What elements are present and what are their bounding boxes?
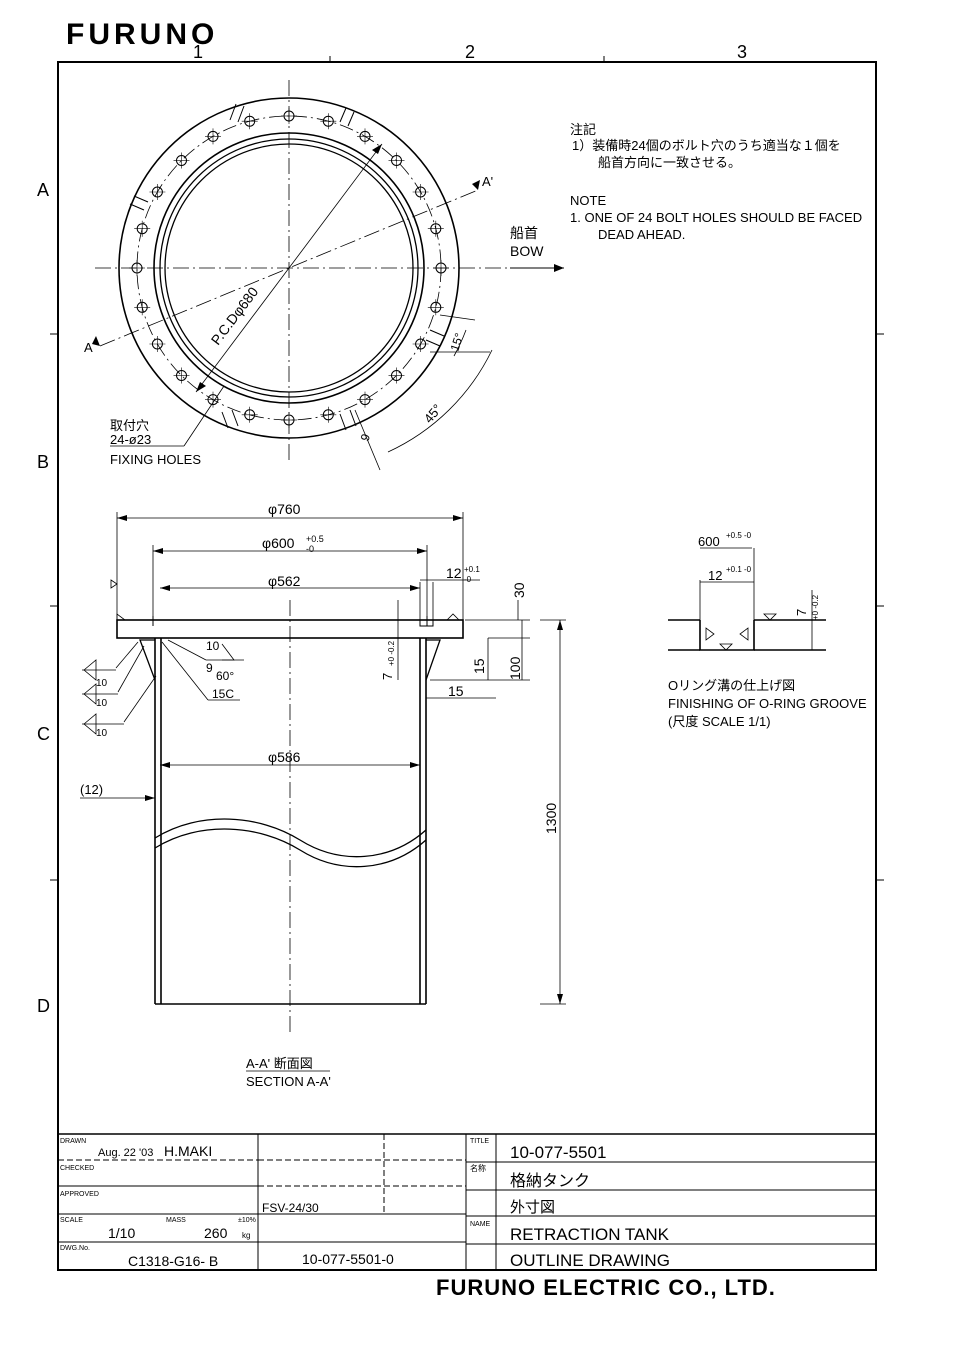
dim-586-label: φ586: [268, 749, 301, 765]
dim-15-vert-label: 15: [471, 658, 487, 674]
dim-600-label: φ600: [262, 535, 295, 551]
dim-760-label: φ760: [268, 501, 301, 517]
grid-row-a: A: [37, 180, 49, 200]
weld-size-10: 10: [206, 639, 220, 653]
model-number: FSV-24/30: [262, 1201, 319, 1215]
plan-view: A A' P.C.Dφ680 船首 BOW 取付穴 24-ø23 FIXING …: [84, 80, 564, 471]
break-line-upper: [154, 818, 427, 858]
oring-600-tol: +0.5 -0: [726, 531, 752, 540]
oring-7-label: 7: [794, 609, 809, 616]
weld-root-9: 9: [206, 661, 213, 675]
break-line-lower: [154, 828, 427, 868]
oring-12-tol: +0.1 -0: [726, 565, 752, 574]
title-label: TITLE: [470, 1138, 489, 1145]
dim-600-tol-lower: -0: [306, 544, 314, 554]
fixing-holes-label-jp: 取付穴: [110, 418, 149, 433]
scale-value: 1/10: [108, 1225, 135, 1241]
dim-12-groove-label: 12: [446, 565, 462, 581]
angle-15-label: 15°: [448, 331, 467, 353]
note-line2-en: DEAD AHEAD.: [598, 227, 685, 242]
dim-9-label: 9: [358, 432, 374, 443]
section-mark-a: A: [84, 340, 93, 355]
title-number: 10-077-5501: [510, 1143, 606, 1162]
mass-unit: kg: [242, 1231, 250, 1240]
dim-7-tol: +0 -0.2: [387, 640, 396, 666]
bolt-holes-group: [129, 108, 449, 428]
oring-12-label: 12: [708, 568, 722, 583]
drawing-frame: [57, 61, 877, 1271]
dim-12-tol-lower: -0: [464, 575, 472, 584]
name-jp-label: 名称: [470, 1163, 486, 1173]
name-en-line2: OUTLINE DRAWING: [510, 1251, 670, 1270]
weld-angle-60: 60°: [216, 669, 234, 683]
grid-row-b: B: [37, 452, 49, 472]
note-heading-jp: 注記: [570, 122, 596, 137]
note-line2-jp: 船首方向に一致させる。: [598, 155, 741, 170]
fillet-10-a: 10: [96, 678, 108, 689]
dim-100-label: 100: [507, 656, 523, 680]
furuno-logo: FURUNO: [66, 18, 218, 51]
fixing-holes-label-en: FIXING HOLES: [110, 452, 201, 467]
note-heading-en: NOTE: [570, 193, 606, 208]
scale-label: SCALE: [60, 1217, 83, 1224]
oring-7-tol: +0 -0.2: [811, 594, 820, 620]
mass-label: MASS: [166, 1217, 186, 1224]
name-label: NAME: [470, 1221, 491, 1228]
reference-number: 10-077-5501-0: [302, 1251, 394, 1267]
dim-12-tol-upper: +0.1: [464, 565, 480, 574]
section-view: φ760 φ600 +0.5 -0 φ562 12 +0.1 -0: [80, 501, 566, 1089]
name-jp-line1: 格納タンク: [510, 1172, 590, 1190]
grid-row-d: D: [37, 996, 50, 1016]
section-line: [99, 189, 479, 347]
oring-caption-en: FINISHING OF O-RING GROOVE: [668, 696, 867, 711]
name-en-line1: RETRACTION TANK: [510, 1225, 670, 1244]
drawn-by: H.MAKI: [164, 1143, 212, 1159]
oring-600-label: 600: [698, 534, 720, 549]
dwg-label: DWG.No.: [60, 1245, 90, 1252]
oring-caption-jp: Oリング溝の仕上げ図: [668, 678, 795, 693]
thickness-12-label: (12): [80, 782, 103, 797]
fillet-10-c: 10: [96, 728, 108, 739]
note-line1-en: 1. ONE OF 24 BOLT HOLES SHOULD BE FACED: [570, 210, 862, 225]
grid-col-2: 2: [465, 42, 475, 62]
grid-row-c: C: [37, 724, 50, 744]
section-title-en: SECTION A-A': [246, 1074, 331, 1089]
mass-tolerance: ±10%: [238, 1217, 256, 1224]
oring-detail: 600 +0.5 -0 12 +0.1 -0 7 +0 -0.2 Oリング溝の仕…: [668, 531, 867, 729]
checked-label: CHECKED: [60, 1165, 94, 1172]
dim-1300-label: 1300: [543, 803, 559, 834]
mass-value: 260: [204, 1225, 228, 1241]
bow-label-en: BOW: [510, 243, 544, 259]
dim-600-tol-upper: +0.5: [306, 534, 324, 544]
dim-562-label: φ562: [268, 573, 301, 589]
dwg-number: C1318-G16- B: [128, 1253, 218, 1269]
notes-block: 注記 1）装備時24個のボルト穴のうち適当な１個を 船首方向に一致させる。 NO…: [570, 122, 862, 242]
note-line1-jp: 1）装備時24個のボルト穴のうち適当な１個を: [572, 138, 841, 153]
angle-45-label: 45°: [421, 401, 445, 426]
bow-label-jp: 船首: [510, 225, 538, 241]
section-title-jp: A-A' 断面図: [246, 1056, 313, 1071]
title-block: DRAWN Aug. 22 '03 H.MAKI CHECKED APPROVE…: [58, 1133, 876, 1270]
grid-col-1: 1: [193, 42, 203, 62]
dim-15-horiz-label: 15: [448, 683, 464, 699]
drawn-label: DRAWN: [60, 1138, 86, 1145]
pcd-leader: [195, 143, 383, 393]
oring-groove: [419, 619, 434, 627]
dim-30-label: 30: [511, 582, 527, 598]
section-mark-a-prime: A': [482, 174, 493, 189]
fixing-holes-size: 24-ø23: [110, 432, 151, 447]
approved-label: APPROVED: [60, 1191, 99, 1198]
name-jp-line2: 外寸図: [510, 1199, 555, 1216]
chamfer-15c: 15C: [212, 687, 234, 701]
footer-company: FURUNO ELECTRIC CO., LTD.: [436, 1275, 776, 1300]
grid-col-3: 3: [737, 42, 747, 62]
fillet-10-b: 10: [96, 698, 108, 709]
dim-7-label: 7: [380, 673, 395, 680]
oring-scale: (尺度 SCALE 1/1): [668, 714, 771, 729]
drawn-date: Aug. 22 '03: [98, 1147, 153, 1159]
